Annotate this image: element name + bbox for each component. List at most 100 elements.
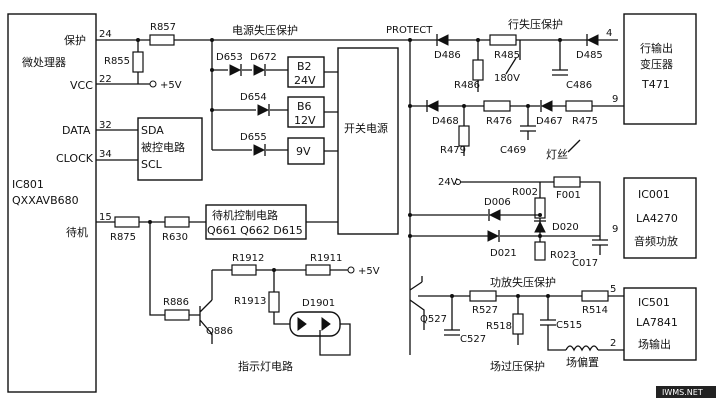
caption-amp-loss: 功放失压保护	[490, 275, 556, 289]
watermark-text: IWMS.NET	[662, 388, 703, 397]
pin-2: 2	[610, 338, 616, 349]
resistor-r486	[472, 59, 484, 81]
resistor-r514	[581, 290, 609, 302]
filament-branches	[463, 106, 529, 156]
ic501-label-2: LA7841	[636, 316, 678, 329]
label-r630: R630	[162, 232, 188, 243]
mcu-label-1: 微处理器	[22, 55, 66, 69]
amp-diode-lines	[410, 214, 600, 237]
label-r485: R485	[494, 50, 520, 61]
capacitor-c486	[552, 69, 568, 76]
t471-label-3: T471	[641, 78, 670, 91]
controlled-circuit-block	[137, 117, 203, 181]
diode-d468	[426, 100, 439, 112]
label-d021: D021	[490, 248, 517, 259]
led-wires	[273, 270, 351, 356]
caption-filament: 灯丝	[546, 148, 568, 161]
pin-22: 22	[99, 74, 112, 85]
ic501-label-1: IC501	[638, 296, 670, 309]
label-r1912: R1912	[232, 253, 264, 264]
label-24v: 24V	[438, 177, 458, 188]
vcc-terminal	[149, 80, 157, 88]
label-q886: Q886	[206, 326, 233, 337]
label-d468: D468	[432, 116, 459, 127]
ic501-label-3: 场输出	[638, 337, 671, 351]
label-d1901: D1901	[302, 298, 335, 309]
resistor-r479	[458, 125, 470, 147]
diode-d021	[487, 230, 500, 242]
pin-15: 15	[99, 212, 112, 223]
resistor-r886	[164, 309, 190, 321]
mcu-block	[7, 13, 97, 393]
standby-control-label: 待机控制电路	[212, 208, 278, 222]
pin-5: 5	[610, 284, 616, 295]
resistor-r485	[489, 34, 517, 46]
label-r514: R514	[582, 305, 608, 316]
diode-d486	[436, 34, 449, 46]
caption-indicator: 指示灯电路	[238, 359, 293, 373]
caption-power-loss: 电源失压保护	[232, 23, 298, 37]
v180-arrow	[505, 57, 517, 75]
label-180v: 180V	[494, 73, 520, 84]
label-d486: D486	[434, 50, 461, 61]
caption-yoke: 场偏置	[566, 355, 599, 369]
label-r023: R023	[550, 250, 576, 261]
caption-protect: PROTECT	[386, 25, 433, 36]
label-r475: R475	[572, 116, 598, 127]
b2-voltage: 24V	[294, 74, 316, 87]
diode-d467	[540, 100, 553, 112]
led-d1901	[289, 311, 341, 337]
label-d672: D672	[250, 52, 277, 63]
controlled-circuit-label: 被控电路	[141, 140, 185, 154]
mcu-label-3: QXXAVB680	[12, 194, 79, 207]
label-d020: D020	[552, 222, 579, 233]
label-d006: D006	[484, 197, 511, 208]
diode-d654	[257, 104, 270, 116]
t471-block	[623, 13, 697, 125]
label-d654: D654	[240, 92, 267, 103]
ic501-block	[623, 287, 697, 361]
transistor-q527	[409, 276, 425, 330]
winding-to-smps	[324, 71, 338, 152]
led-diode-2	[321, 317, 331, 331]
led-diode-1	[297, 317, 307, 331]
ic001-label-2: LA4270	[636, 212, 678, 225]
label-d655: D655	[240, 132, 267, 143]
label-c486: C486	[566, 80, 592, 91]
t471-label-1: 行输出	[640, 41, 673, 55]
diode-d653	[229, 64, 242, 76]
resistor-r1913	[268, 291, 280, 313]
b6-label: B6	[297, 100, 312, 113]
mcu-pin-vcc: VCC	[70, 79, 93, 92]
t471-label-2: 变压器	[640, 57, 673, 71]
smps-label: 开关电源	[344, 121, 388, 135]
label-r002: R002	[512, 187, 538, 198]
label-d485: D485	[576, 50, 603, 61]
regulator-wires	[211, 40, 288, 151]
resistor-r857	[149, 34, 175, 46]
b9-label: 9V	[296, 145, 311, 158]
watermark-box	[656, 386, 716, 398]
diode-d672	[253, 64, 266, 76]
label-c469: C469	[500, 145, 526, 156]
label-d653: D653	[216, 52, 243, 63]
label-r518: R518	[486, 321, 512, 332]
b2-label: B2	[297, 60, 312, 73]
label-r479: R479	[440, 145, 466, 156]
yoke-coil	[565, 345, 599, 352]
mcu-label-2: IC801	[12, 178, 44, 191]
label-r486: R486	[454, 80, 480, 91]
pin-9-top: 9	[612, 94, 618, 105]
mcu-pin-clock: CLOCK	[56, 152, 94, 165]
label-r1913: R1913	[234, 296, 266, 307]
label-r476: R476	[486, 116, 512, 127]
resistor-r527	[469, 290, 497, 302]
label-plus5-top: +5V	[160, 80, 182, 91]
resistor-r855	[132, 51, 144, 73]
transistor-q886	[199, 299, 213, 344]
capacitor-c515	[540, 319, 556, 326]
label-r875: R875	[110, 232, 136, 243]
filament-arrow	[567, 139, 581, 153]
diode-d485	[586, 34, 599, 46]
smps-block	[337, 47, 399, 235]
